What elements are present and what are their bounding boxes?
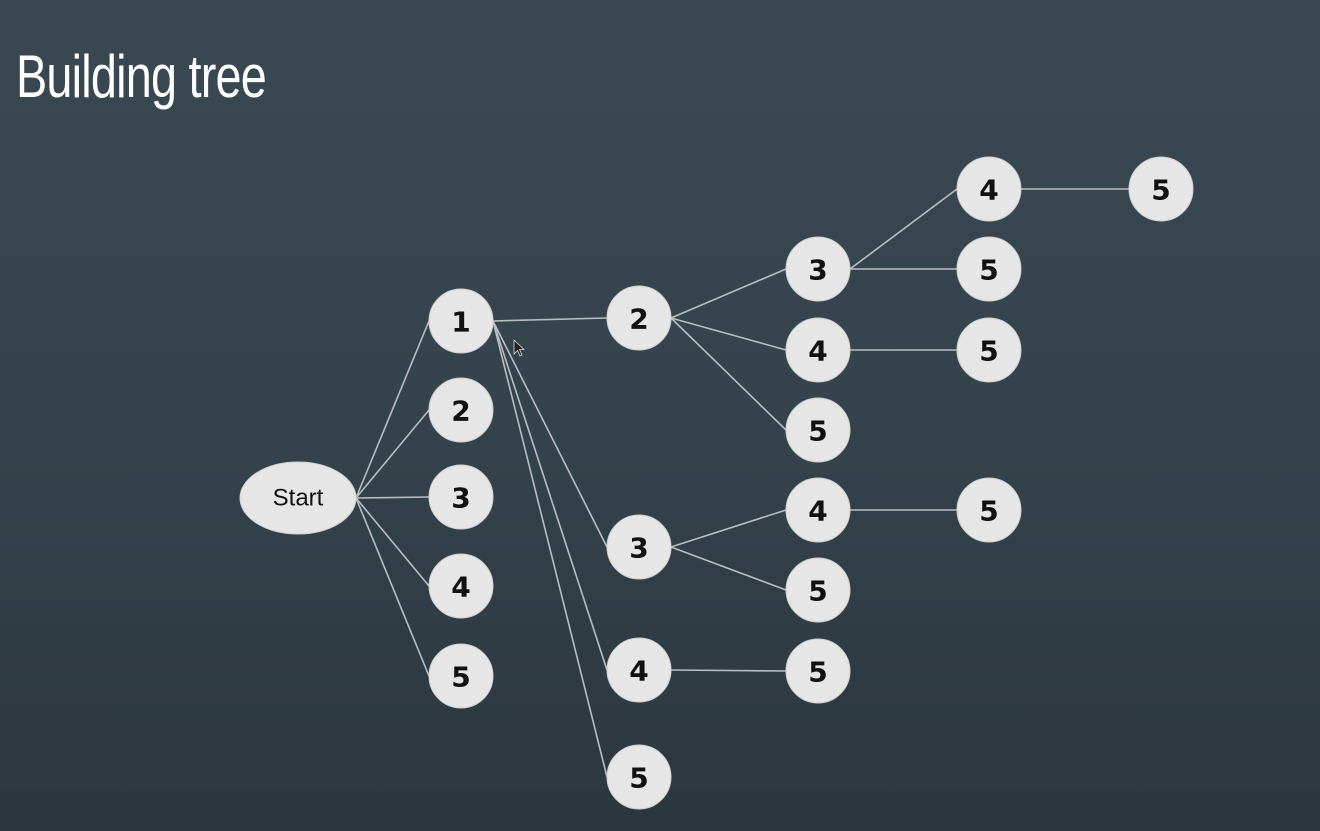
tree-node-c4b: 4 [785,477,851,543]
tree-node-circle [428,377,494,443]
tree-node-circle [428,288,494,354]
tree-node-circle [785,236,851,302]
tree-node-label: 4 [451,571,470,604]
edge-b3-c4b [670,509,787,548]
tree-node-circle [606,514,672,580]
tree-node-b3: 3 [606,514,672,580]
tree-node-label: 4 [979,174,998,207]
tree-node-label: 2 [451,395,470,428]
tree-node-label: 4 [629,655,648,688]
tree-node-circle [785,477,851,543]
tree-node-label: 3 [629,532,648,565]
tree-node-circle [606,637,672,703]
tree-node-circle [1128,156,1194,222]
edge-c3-d4 [849,188,958,270]
edge-start-a5 [355,497,430,677]
tree-node-circle [606,285,672,351]
tree-node-a1: 1 [428,288,494,354]
tree-node-circle [785,317,851,383]
tree-node-c5: 5 [785,397,851,463]
edge-start-a3 [355,496,430,499]
start-node: Start [239,461,357,535]
tree-node-circle [785,638,851,704]
edge-b2-c4 [670,317,787,351]
tree-node-d5b: 5 [956,317,1022,383]
edge-b2-c5 [670,317,787,431]
tree-node-a4: 4 [428,553,494,619]
tree-node-circle [606,744,672,810]
tree-node-circle [785,557,851,623]
tree-node-label: 5 [808,415,827,448]
tree-node-b5: 5 [606,744,672,810]
edge-a1-b5 [492,320,608,778]
tree-node-label: 5 [808,656,827,689]
tree-node-label: 5 [808,575,827,608]
edge-b3-c5b [670,546,787,591]
tree-node-b2: 2 [606,285,672,351]
tree-node-d5: 5 [956,236,1022,302]
edge-start-a2 [355,409,430,499]
tree-node-d4: 4 [956,156,1022,222]
mouse-cursor-icon [513,339,526,357]
edge-a1-b4 [492,320,608,671]
tree-node-label: 5 [629,762,648,795]
tree-node-label: 5 [1151,174,1170,207]
tree-node-c4: 4 [785,317,851,383]
tree-node-label: 5 [979,335,998,368]
tree-node-a3: 3 [428,464,494,530]
tree-node-b4: 4 [606,637,672,703]
edge-start-a4 [355,497,430,587]
tree-node-circle [956,317,1022,383]
tree-edges [355,188,1129,778]
tree-node-label: 4 [808,335,827,368]
tree-node-label: 5 [451,661,470,694]
start-node-label: Start [273,485,324,512]
tree-node-c5c: 5 [785,638,851,704]
tree-node-label: 3 [451,482,470,515]
tree-node-e5: 5 [1128,156,1194,222]
tree-node-label: 5 [979,495,998,528]
edge-a1-b2 [492,317,608,322]
tree-node-label: 1 [451,306,470,339]
tree-node-c3: 3 [785,236,851,302]
tree-node-label: 5 [979,254,998,287]
tree-node-label: 2 [629,303,648,336]
tree-nodes: Start 1 2 3 4 5 2 3 4 5 3 4 5 4 5 5 4 5 5 5 5 [239,156,1194,810]
tree-node-label: 4 [808,495,827,528]
tree-node-circle [956,236,1022,302]
edge-start-a1 [355,320,430,499]
tree-node-circle [428,553,494,619]
tree-node-circle [428,464,494,530]
tree-node-circle [956,156,1022,222]
tree-node-a5: 5 [428,643,494,709]
edge-b4-c5c [670,669,787,672]
tree-node-circle [785,397,851,463]
start-node-shape [239,461,357,535]
slide-title: Building tree [16,43,267,110]
tree-node-c5b: 5 [785,557,851,623]
tree-node-a2: 2 [428,377,494,443]
tree-node-d5c: 5 [956,477,1022,543]
edge-a1-b3 [492,320,608,548]
edge-b2-c3 [670,268,787,319]
tree-node-circle [956,477,1022,543]
tree-node-label: 3 [808,254,827,287]
tree-node-circle [428,643,494,709]
